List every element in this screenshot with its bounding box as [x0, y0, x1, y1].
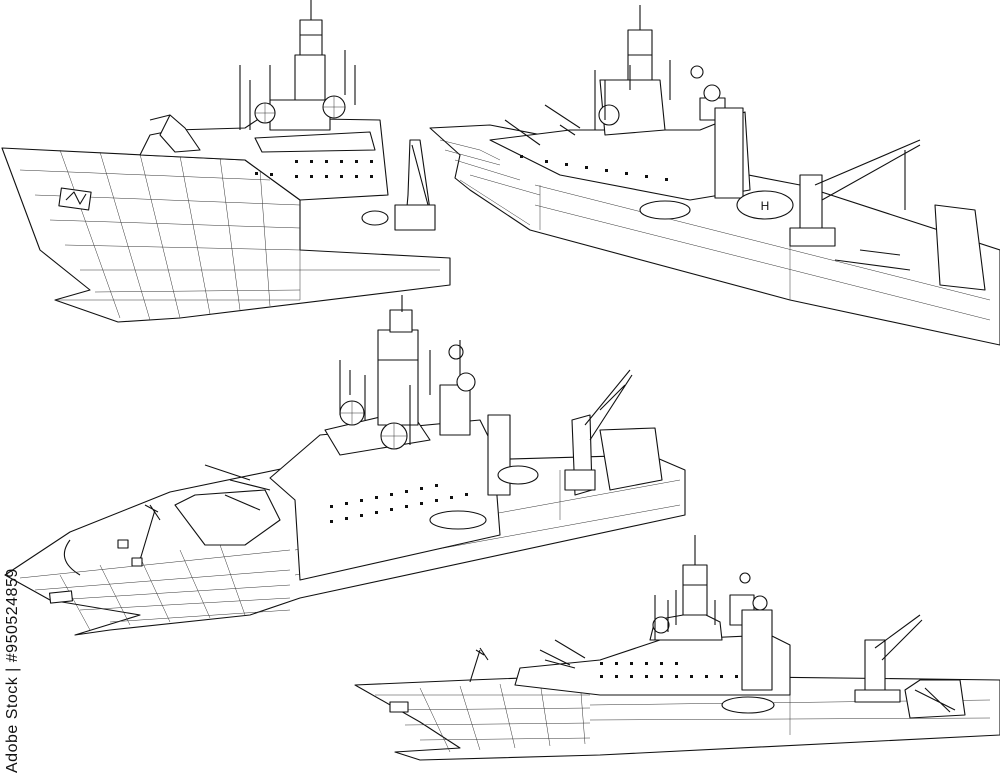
stock-id-watermark: Adobe Stock | #950524859: [4, 568, 21, 773]
svg-text:H: H: [761, 199, 770, 213]
ship-bottom-right: [354, 535, 1000, 761]
ship-top-left: [1, 0, 451, 323]
ship-middle: [4, 295, 686, 636]
ship-top-right: H: [429, 5, 1000, 346]
